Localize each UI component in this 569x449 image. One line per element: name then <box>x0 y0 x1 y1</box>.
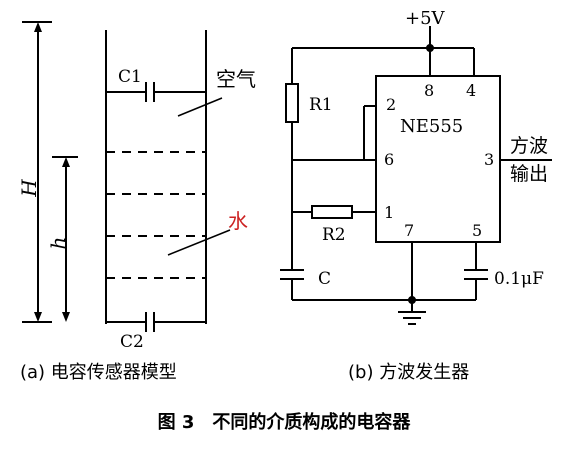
figure-caption: 图 3 不同的介质构成的电容器 <box>158 411 412 433</box>
square-wave-circuit <box>280 26 552 325</box>
pin-1: 1 <box>384 203 394 222</box>
label-cap-01uf: 0.1μF <box>494 269 544 289</box>
capacitor-c <box>280 269 304 300</box>
capacitor-01uf <box>464 269 488 300</box>
label-c1: C1 <box>118 67 142 87</box>
label-r2: R2 <box>322 225 346 245</box>
capacitor-c1 <box>106 82 206 102</box>
height-H-dimension <box>22 21 52 323</box>
resistor-r2 <box>311 205 353 219</box>
resistor-r1 <box>285 83 299 123</box>
caption-b: (b) 方波发生器 <box>348 362 469 383</box>
pin-8: 8 <box>424 81 434 100</box>
label-h: h <box>46 237 70 250</box>
label-output-line2: 输出 <box>510 163 548 185</box>
pin-3: 3 <box>484 150 494 169</box>
capacitor-c2 <box>106 312 206 332</box>
label-supply: +5V <box>405 8 446 29</box>
water-leader <box>167 229 231 256</box>
pin-5: 5 <box>472 221 482 240</box>
pin-6: 6 <box>384 150 394 169</box>
label-output-line1: 方波 <box>510 135 548 157</box>
label-r1: R1 <box>309 95 333 115</box>
pin-4: 4 <box>466 81 476 100</box>
label-cap-c: C <box>318 269 331 289</box>
caption-a: (a) 电容传感器模型 <box>20 362 177 383</box>
pin-7: 7 <box>404 221 414 240</box>
ground-symbol <box>398 311 426 325</box>
liquid-level-lines <box>106 151 206 279</box>
sensor-model <box>22 21 231 332</box>
label-c2: C2 <box>120 332 144 352</box>
label-air: 空气 <box>216 67 256 91</box>
label-H: H <box>17 179 41 198</box>
air-leader <box>177 97 223 117</box>
pin-2: 2 <box>386 95 396 114</box>
label-water: 水 <box>228 209 248 233</box>
level-h-dimension <box>52 156 78 322</box>
label-chip: NE555 <box>400 116 463 137</box>
